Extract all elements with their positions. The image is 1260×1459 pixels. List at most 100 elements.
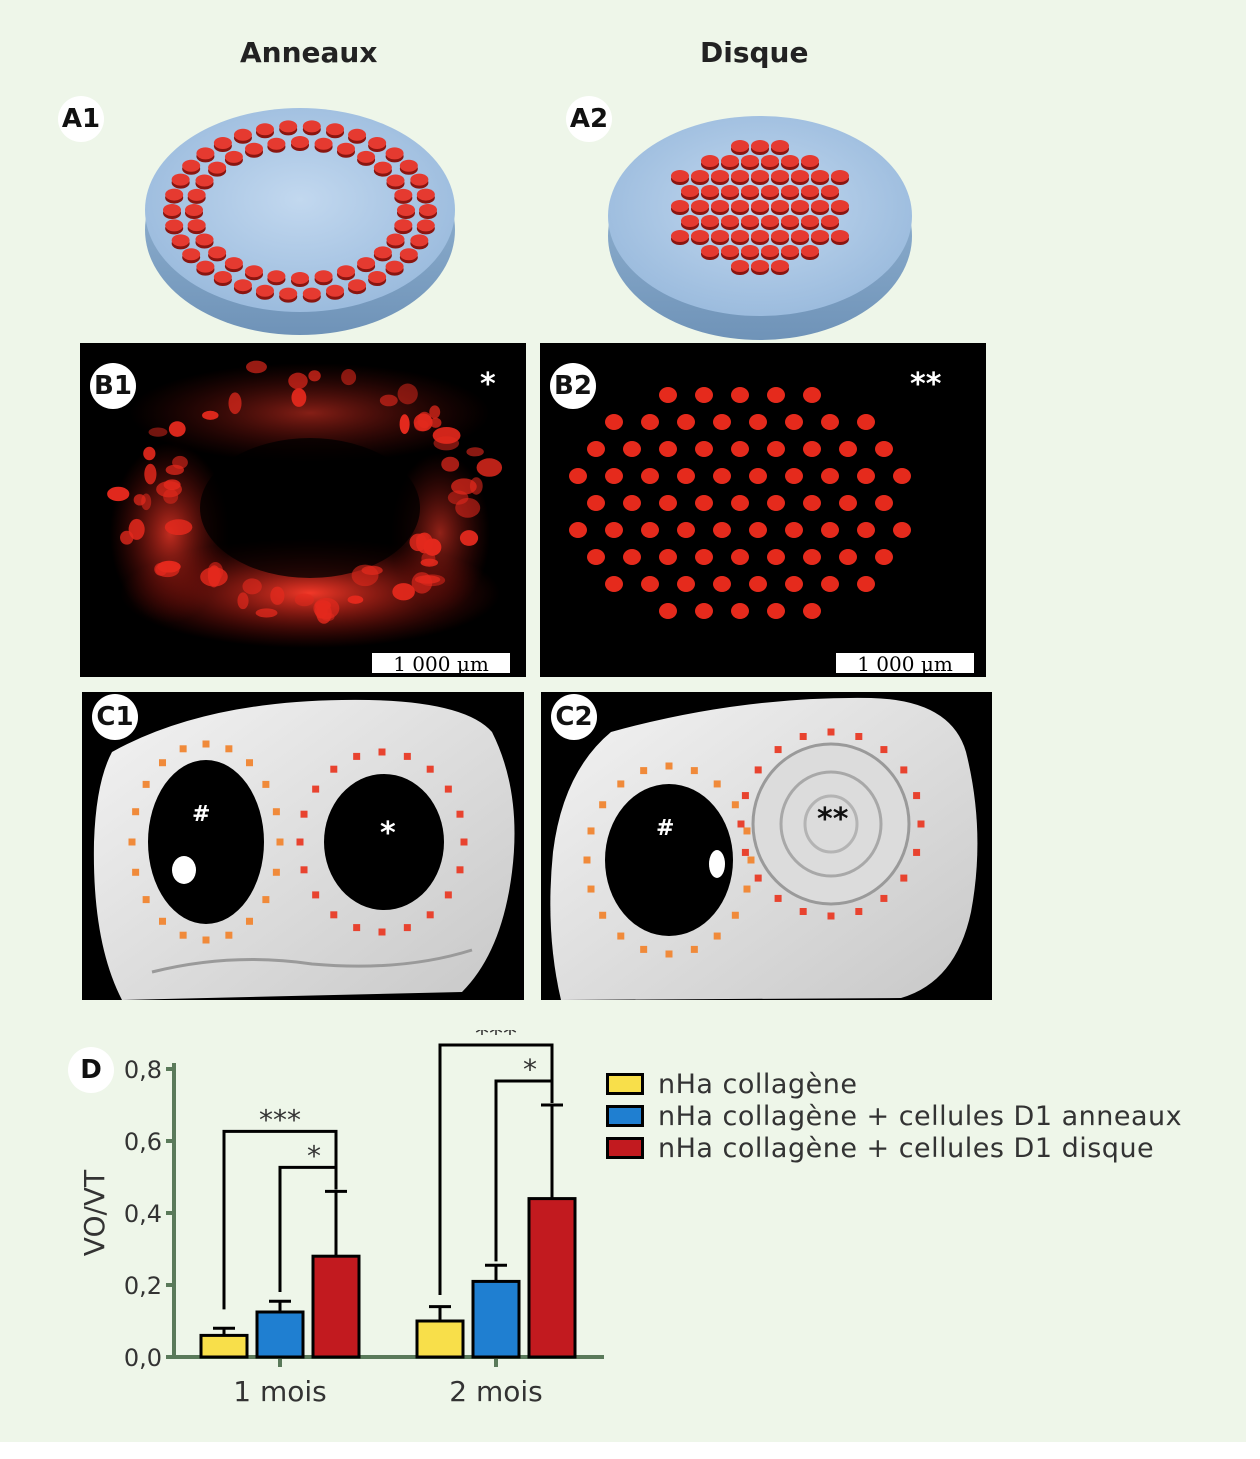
outline-dot bbox=[917, 820, 925, 828]
cell-spot bbox=[767, 387, 785, 403]
outline-dot bbox=[300, 866, 308, 874]
cell-dot bbox=[671, 230, 689, 242]
outline-dot bbox=[713, 780, 721, 788]
cell-dot bbox=[721, 215, 739, 227]
cell-spot bbox=[731, 549, 749, 565]
cell-dot bbox=[326, 123, 345, 136]
cell-spot bbox=[821, 468, 839, 484]
cell-dot bbox=[751, 170, 769, 182]
cell-spot bbox=[749, 522, 767, 538]
outline-dot bbox=[599, 911, 607, 919]
cell-spot bbox=[605, 576, 623, 592]
bar bbox=[527, 1197, 577, 1359]
outline-dot bbox=[444, 891, 452, 899]
cell-dot bbox=[208, 161, 227, 174]
cell-dot bbox=[195, 233, 214, 246]
cell-spot bbox=[695, 549, 713, 565]
cell-dot bbox=[831, 200, 849, 212]
cell-spot bbox=[605, 414, 623, 430]
cell-spot bbox=[875, 549, 893, 565]
marker-c2-star: ** bbox=[817, 802, 849, 837]
cell-spot bbox=[839, 441, 857, 457]
outline-dot bbox=[262, 896, 270, 904]
cell-spot bbox=[677, 468, 695, 484]
cell-dot bbox=[791, 200, 809, 212]
cell-spot bbox=[433, 436, 460, 451]
cell-dot bbox=[721, 245, 739, 257]
cell-spot bbox=[228, 392, 242, 415]
cell-dot bbox=[196, 147, 215, 160]
cell-dot bbox=[245, 142, 264, 155]
cell-dot bbox=[348, 279, 367, 292]
cell-spot bbox=[695, 441, 713, 457]
significance-label: *** bbox=[475, 1030, 517, 1050]
cell-spot bbox=[803, 603, 821, 619]
significance-bracket bbox=[438, 1043, 554, 1295]
outline-dot bbox=[665, 762, 673, 770]
cell-dot bbox=[255, 284, 274, 297]
outline-dot bbox=[159, 917, 167, 925]
microct-image-c2: C2 # ** bbox=[541, 692, 992, 1000]
outline-dot bbox=[665, 950, 673, 958]
cell-dot bbox=[302, 120, 321, 133]
cell-spot bbox=[713, 414, 731, 430]
cell-spot bbox=[291, 388, 307, 407]
cell-dot bbox=[386, 233, 405, 246]
cell-spot bbox=[429, 405, 441, 419]
cell-dot bbox=[357, 150, 376, 163]
cell-spot bbox=[148, 427, 168, 437]
legend-swatch bbox=[606, 1105, 644, 1127]
cell-spot bbox=[659, 603, 677, 619]
cell-dot bbox=[224, 150, 243, 163]
cell-spot bbox=[255, 608, 278, 618]
cell-dot bbox=[751, 140, 769, 152]
cell-spot bbox=[341, 368, 357, 386]
cell-dot bbox=[711, 200, 729, 212]
outline-dot bbox=[460, 838, 468, 846]
outline-dot bbox=[159, 759, 167, 767]
outline-dot bbox=[245, 917, 253, 925]
cell-spot bbox=[857, 576, 875, 592]
outline-dot bbox=[640, 767, 648, 775]
cell-dot bbox=[821, 215, 839, 227]
cell-dot bbox=[255, 123, 274, 136]
cell-spot bbox=[767, 441, 785, 457]
cell-dot bbox=[821, 185, 839, 197]
cell-dot bbox=[233, 128, 252, 141]
cell-spot bbox=[857, 468, 875, 484]
cell-spot bbox=[677, 414, 695, 430]
cell-dot bbox=[368, 136, 387, 149]
cell-dot bbox=[681, 215, 699, 227]
cell-dot bbox=[691, 170, 709, 182]
cell-spot bbox=[165, 464, 184, 475]
outline-dot bbox=[300, 810, 308, 818]
cell-dot bbox=[801, 155, 819, 167]
cell-dot bbox=[701, 215, 719, 227]
cell-spot bbox=[749, 576, 767, 592]
cell-dot bbox=[781, 245, 799, 257]
cell-dot bbox=[314, 270, 333, 283]
outline-dot bbox=[330, 765, 338, 773]
cell-spot bbox=[785, 414, 803, 430]
cell-spot bbox=[441, 456, 460, 472]
scale-bar-b2: 1 000 µm bbox=[836, 647, 974, 675]
cell-spot bbox=[163, 479, 181, 490]
cell-spot bbox=[459, 530, 479, 546]
cell-dot bbox=[811, 200, 829, 212]
cell-spot bbox=[785, 522, 803, 538]
outline-dot bbox=[353, 752, 361, 760]
cell-dot bbox=[751, 260, 769, 272]
y-tick-label: 0,0 bbox=[124, 1344, 162, 1372]
y-axis-label: VO/VT bbox=[78, 1169, 111, 1256]
cell-dot bbox=[397, 204, 415, 216]
cell-spot bbox=[857, 414, 875, 430]
fluorescence-image-b1: B1 * 1 000 µm bbox=[80, 343, 526, 677]
cell-spot bbox=[455, 497, 481, 518]
cell-dot bbox=[185, 204, 203, 216]
cell-spot bbox=[414, 419, 429, 432]
outline-dot bbox=[913, 848, 921, 856]
cell-dot bbox=[771, 260, 789, 272]
cell-spot bbox=[313, 597, 340, 620]
outline-dot bbox=[272, 808, 280, 816]
bar bbox=[199, 1333, 249, 1359]
